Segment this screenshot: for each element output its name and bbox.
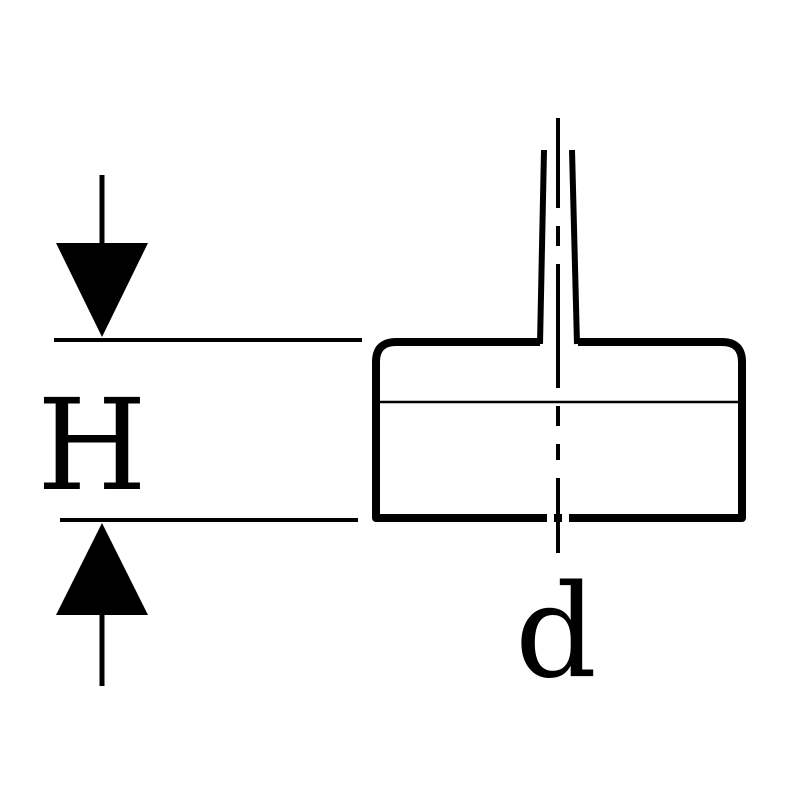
bottom-arrow	[56, 523, 148, 686]
top-arrow	[56, 175, 148, 337]
stud-right-edge	[569, 149, 580, 345]
bottom-edge-gap-right	[562, 512, 569, 524]
stud-left-edge	[537, 149, 547, 345]
diameter-label: d	[515, 558, 597, 707]
height-label: H	[37, 372, 147, 519]
bottom-edge-gap-left	[547, 512, 554, 524]
down-arrow-icon	[56, 243, 148, 337]
up-arrow-icon	[56, 523, 148, 615]
